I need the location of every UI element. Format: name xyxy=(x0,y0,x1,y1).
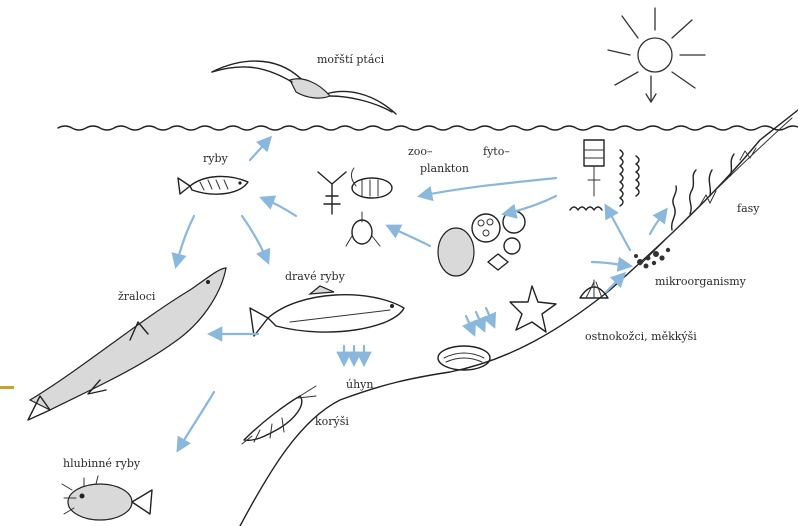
predatory-fish-icon xyxy=(250,286,404,336)
sun-icon xyxy=(608,8,705,102)
label-plankton: plankton xyxy=(420,162,469,175)
label-fish: ryby xyxy=(203,152,229,165)
starfish-icon xyxy=(510,286,556,332)
label-detritus: úhyn xyxy=(346,378,373,391)
label-seabirds: mořští ptáci xyxy=(317,53,385,66)
label-microorganisms: mikroorganismy xyxy=(655,275,747,288)
zooplankton-icon xyxy=(318,168,392,246)
food-web-arrows xyxy=(176,138,666,450)
seabird-icon xyxy=(212,61,396,114)
label-predatory-fish: dravé ryby xyxy=(285,270,346,283)
sea-surface-wave xyxy=(58,126,798,130)
deep-sea-fish-icon xyxy=(62,476,152,520)
algae-icon xyxy=(672,154,734,230)
label-sharks: žraloci xyxy=(118,290,156,303)
diatom-chains-icon xyxy=(570,140,639,210)
clam-shell-icon xyxy=(438,346,490,370)
phytoplankton-icon xyxy=(438,211,525,276)
detritus-sinking-arrows xyxy=(344,308,494,364)
crustacean-icon xyxy=(242,386,316,444)
label-algae: fasy xyxy=(737,202,760,215)
shore-rock-edge xyxy=(640,118,792,265)
label-zooplankton-prefix: zoo– xyxy=(408,145,433,158)
label-phytoplankton-prefix: fyto– xyxy=(483,145,510,158)
label-crustaceans: korýši xyxy=(315,415,349,428)
fish-icon xyxy=(178,176,248,194)
label-deep-sea-fish: hlubinné ryby xyxy=(63,457,141,470)
label-echinoderms-molluscs: ostnokožci, měkkýši xyxy=(585,330,697,343)
